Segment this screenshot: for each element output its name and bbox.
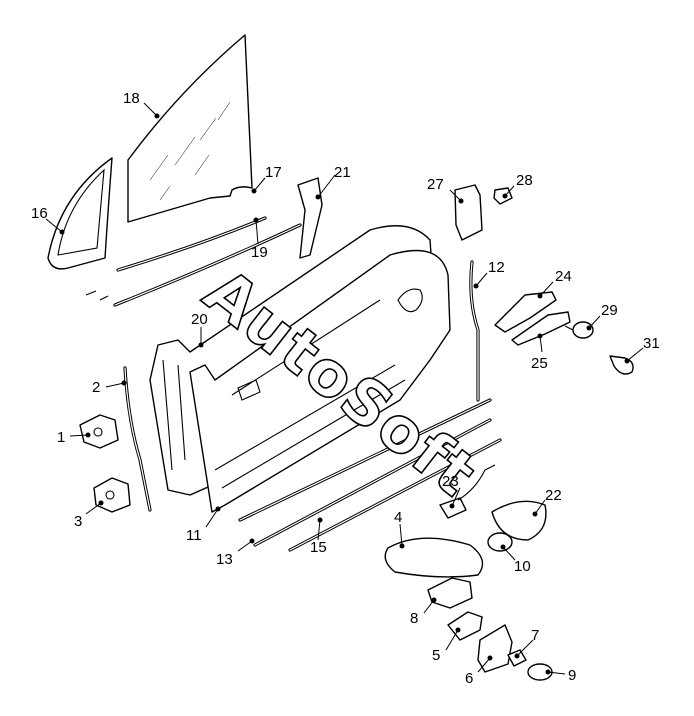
part-upper-hinge <box>79 414 119 449</box>
part-waist-seals <box>238 398 502 552</box>
callout-7: 7 <box>531 627 539 644</box>
part-lower-hinge <box>93 477 131 513</box>
callout-3: 3 <box>74 513 82 530</box>
callout-10: 10 <box>514 558 531 575</box>
callout-4: 4 <box>394 509 402 526</box>
part-quarter-light <box>47 157 113 270</box>
part-mirror-glass <box>491 500 547 541</box>
callout-8: 8 <box>410 610 418 627</box>
part-guide-rail <box>297 177 323 259</box>
part-mirror-motor <box>487 532 513 552</box>
callout-24: 24 <box>555 268 572 285</box>
callout-12: 12 <box>488 259 505 276</box>
part-rear-seal <box>469 260 480 402</box>
callout-9: 9 <box>568 667 576 684</box>
callout-labels: 1 2 3 4 5 6 7 8 9 10 11 12 13 15 16 17 1… <box>31 90 660 687</box>
part-front-seal <box>123 366 152 512</box>
callout-19: 19 <box>251 244 268 261</box>
part-glass-channel <box>85 216 302 307</box>
callout-13: 13 <box>216 551 233 568</box>
part-door-glass <box>127 34 253 223</box>
part-lock-control <box>454 184 513 241</box>
callout-11: 11 <box>186 527 202 544</box>
callout-23: 23 <box>442 473 459 490</box>
callout-6: 6 <box>465 670 473 687</box>
callout-22: 22 <box>545 487 562 504</box>
part-bracket-plate <box>477 624 513 673</box>
callout-17: 17 <box>265 164 282 181</box>
part-outer-door-panel <box>189 249 451 513</box>
callout-2: 2 <box>92 379 100 396</box>
callout-27: 27 <box>427 176 444 193</box>
callout-20: 20 <box>191 311 208 328</box>
callout-5: 5 <box>432 647 440 664</box>
callout-15: 15 <box>310 539 327 556</box>
callout-1: 1 <box>57 429 65 446</box>
callout-leaders <box>45 102 644 675</box>
callout-31: 31 <box>643 335 660 352</box>
callout-28: 28 <box>516 172 533 189</box>
part-mirror-housing <box>384 537 484 578</box>
part-bracket <box>447 611 483 641</box>
callout-21: 21 <box>334 164 351 181</box>
part-door-handles <box>494 291 571 346</box>
callout-18: 18 <box>123 90 140 107</box>
callout-25: 25 <box>531 355 548 372</box>
callout-16: 16 <box>31 205 48 222</box>
callout-29: 29 <box>601 302 618 319</box>
part-mirror-base <box>427 577 473 609</box>
